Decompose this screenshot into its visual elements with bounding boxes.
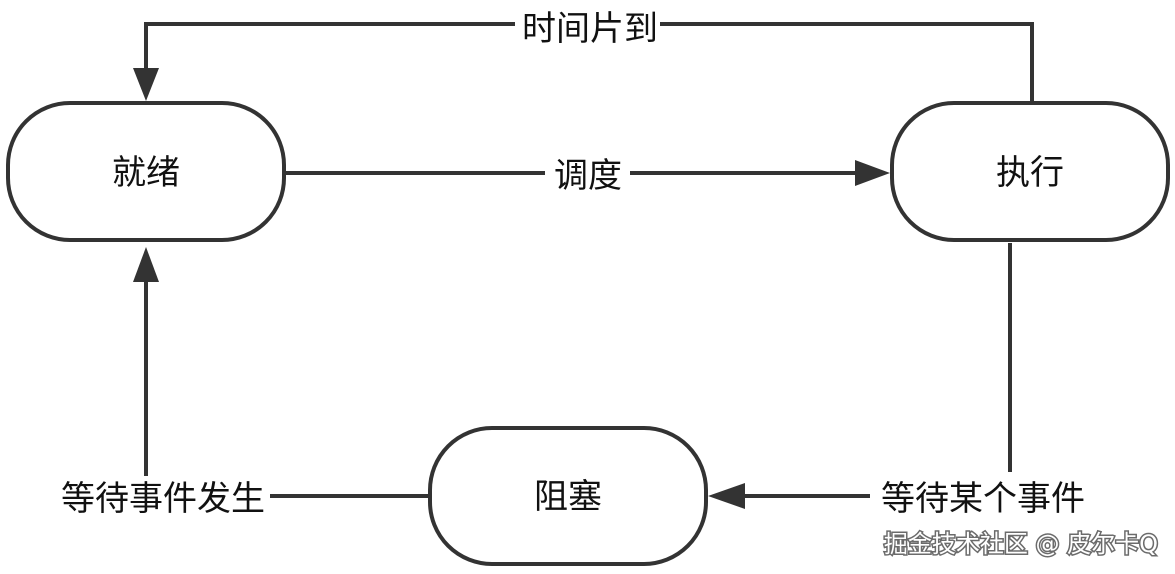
state-blocked-shape <box>428 426 708 566</box>
state-running: 执行 <box>890 101 1170 242</box>
arrow-into-running <box>855 160 890 186</box>
state-blocked: 阻塞 <box>428 426 708 566</box>
watermark: 掘金技术社区 @ 皮尔卡Q <box>882 529 1159 560</box>
arrow-into-blocked <box>708 483 745 509</box>
label-time-slice: 时间片到 <box>522 9 658 49</box>
arrow-into-ready-bottom <box>133 247 159 282</box>
edge-time-slice-line-2 <box>144 22 515 70</box>
watermark-text: 掘金技术社区 @ 皮尔卡Q <box>884 530 1158 558</box>
edge-schedule: 调度 <box>285 156 890 196</box>
state-blocked-label: 阻塞 <box>534 477 602 517</box>
edge-time-slice: 时间片到 <box>133 9 1034 103</box>
edge-time-slice-line <box>660 22 1034 103</box>
edge-wait-event: 等待某个事件 <box>708 243 1085 519</box>
edge-event-occurs: 等待事件发生 <box>61 247 428 519</box>
label-wait-event: 等待某个事件 <box>881 479 1085 519</box>
label-event-occurs: 等待事件发生 <box>61 479 265 519</box>
state-running-label: 执行 <box>996 153 1064 193</box>
state-running-shape <box>890 101 1170 242</box>
state-ready: 就绪 <box>6 101 286 242</box>
arrow-into-ready-top <box>133 68 159 101</box>
label-schedule: 调度 <box>554 156 622 196</box>
state-ready-shape <box>6 101 286 242</box>
state-ready-label: 就绪 <box>112 153 180 193</box>
